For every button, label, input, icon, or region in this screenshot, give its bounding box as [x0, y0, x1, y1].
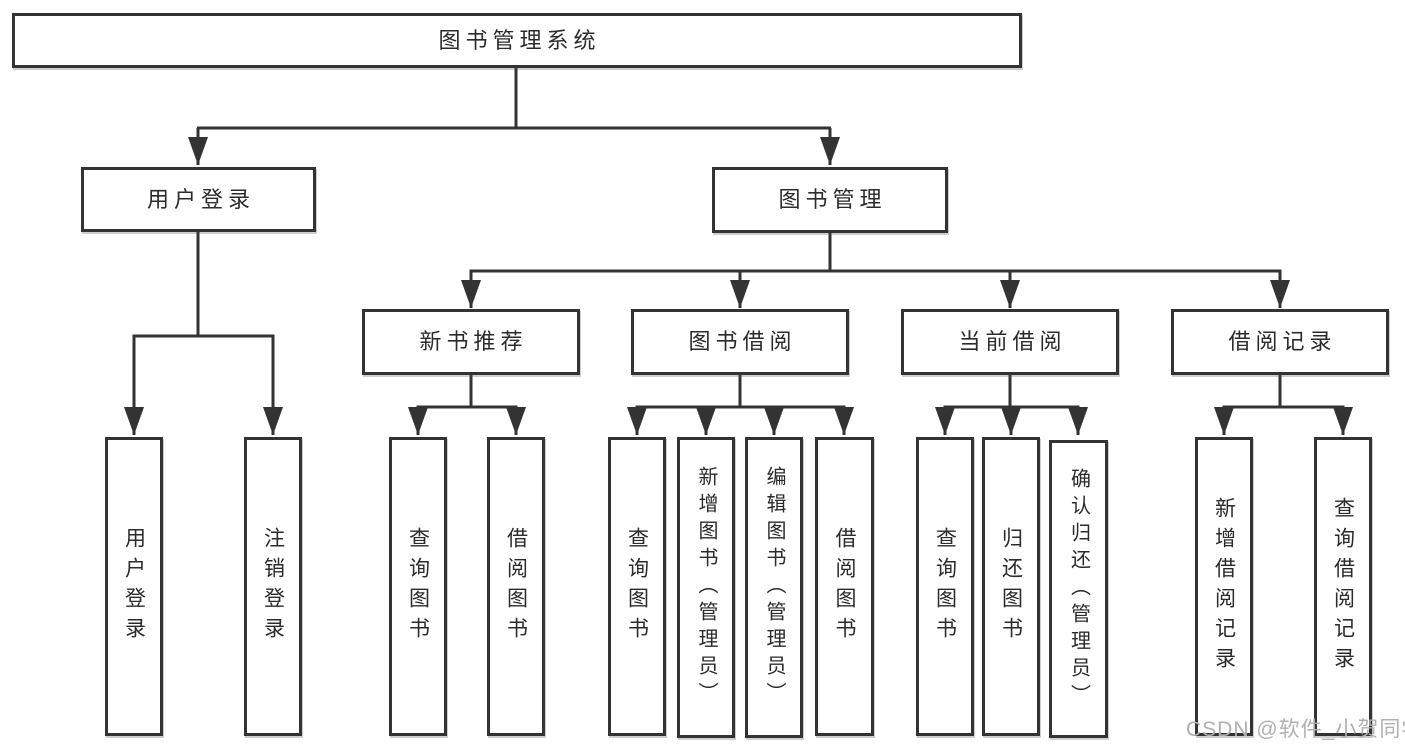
node-library-system: 图书管理系统 — [12, 13, 1022, 68]
node-label: 新书推荐 — [419, 329, 528, 354]
node-label: 借阅图书 — [504, 526, 528, 647]
leaf-borrow-book-borrowing: 借阅图书 — [815, 437, 874, 736]
leaf-logout: 注销登录 — [244, 437, 302, 736]
leaf-edit-book-admin: 编辑图书（管理员） — [745, 437, 803, 738]
leaf-query-borrow-record: 查询借阅记录 — [1314, 437, 1372, 736]
node-label: 用户登录 — [122, 526, 146, 647]
node-label: 图书借阅 — [688, 329, 797, 354]
node-user-login: 用户登录 — [81, 167, 316, 232]
leaf-user-login: 用户登录 — [105, 437, 163, 736]
node-label: 新增图书（管理员） — [695, 466, 717, 709]
leaf-return-book: 归还图书 — [982, 437, 1040, 736]
node-label: 查询图书 — [933, 526, 957, 647]
node-label: 查询借阅记录 — [1331, 496, 1355, 677]
node-label: 新增借阅记录 — [1212, 496, 1236, 677]
leaf-add-book-admin: 新增图书（管理员） — [677, 437, 735, 738]
csdn-watermark: CSDN @软件_小贺同学 — [1186, 718, 1405, 741]
leaf-query-book-newbook: 查询图书 — [389, 437, 447, 736]
leaf-borrow-book-newbook: 借阅图书 — [487, 437, 545, 736]
node-label: 图书管理系统 — [438, 27, 601, 53]
node-label: 查询图书 — [406, 526, 430, 647]
node-new-book-recommend: 新书推荐 — [362, 309, 580, 375]
node-book-borrowing: 图书借阅 — [631, 309, 849, 375]
leaf-query-book-current: 查询图书 — [916, 437, 974, 736]
node-label: 归还图书 — [999, 526, 1023, 647]
leaf-query-book-borrowing: 查询图书 — [608, 437, 666, 736]
node-label: 查询图书 — [625, 526, 649, 647]
node-label: 编辑图书（管理员） — [763, 466, 785, 709]
node-label: 当前借阅 — [958, 329, 1067, 354]
node-borrowing-records: 借阅记录 — [1171, 309, 1389, 375]
node-label: 注销登录 — [261, 526, 285, 647]
node-current-borrowing: 当前借阅 — [901, 309, 1119, 375]
node-book-management: 图书管理 — [712, 167, 948, 233]
node-label: 用户登录 — [146, 186, 255, 212]
node-label: 借阅图书 — [833, 526, 856, 647]
node-label: 借阅记录 — [1228, 329, 1337, 354]
node-label: 确认归还（管理员） — [1067, 467, 1090, 711]
leaf-confirm-return-admin: 确认归还（管理员） — [1049, 440, 1108, 738]
leaf-add-borrow-record: 新增借阅记录 — [1195, 437, 1253, 736]
node-label: 图书管理 — [778, 187, 887, 212]
